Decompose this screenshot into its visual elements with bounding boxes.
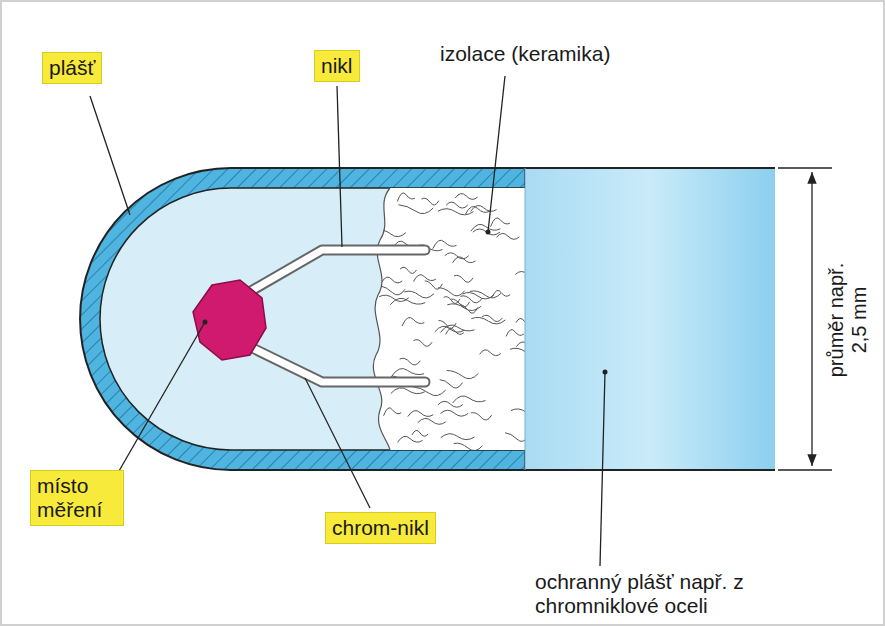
part-label: izolace (keramika)	[440, 42, 610, 66]
part-label: chrom-nikl	[325, 512, 436, 544]
protective-sheath	[525, 168, 775, 470]
part-label: plášť	[42, 52, 102, 84]
part-label: ochranný plášť např. z chromniklové ocel…	[535, 570, 775, 618]
diameter-dimension	[778, 168, 832, 470]
dimension-label: průměr např. 2,5 mm	[825, 258, 871, 383]
nickel-wire	[232, 250, 425, 302]
ceramic-insulation	[370, 188, 542, 451]
part-label: místo měření	[30, 470, 124, 526]
leader-lines	[90, 76, 605, 566]
ceramic-edge	[373, 188, 390, 450]
part-label: nikl	[314, 50, 360, 82]
measuring-junction	[193, 280, 266, 360]
chromel-wire	[232, 338, 425, 382]
